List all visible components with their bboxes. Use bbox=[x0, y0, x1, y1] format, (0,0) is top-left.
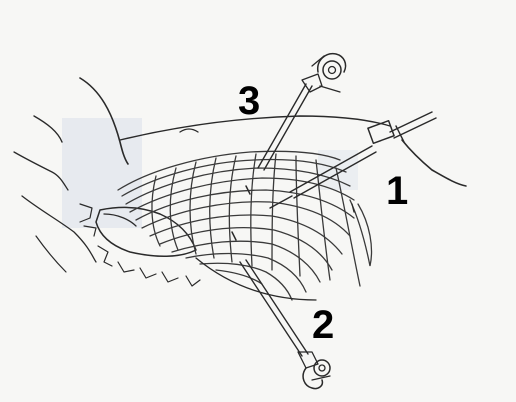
label-port-2: 2 bbox=[312, 303, 334, 347]
label-port-1: 1 bbox=[386, 169, 408, 213]
label-port-3: 3 bbox=[238, 79, 260, 123]
